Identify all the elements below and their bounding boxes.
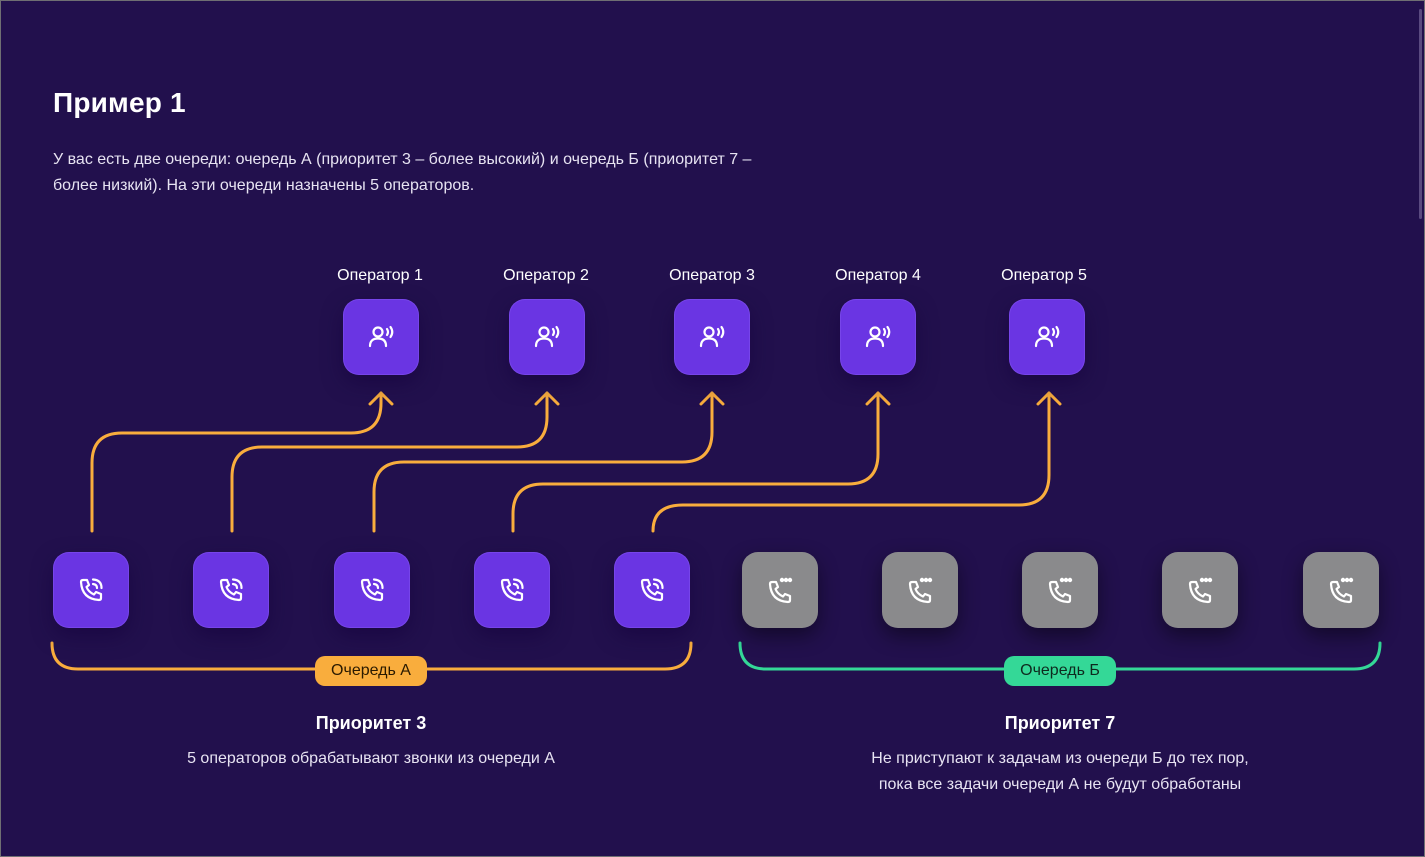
queue-a-badge: Очередь А — [315, 656, 427, 686]
phone-ringing-icon — [640, 578, 664, 602]
operator-headset-icon — [534, 325, 560, 348]
phone-ringing-icon — [500, 578, 524, 602]
arrowhead-2 — [534, 391, 560, 406]
queue-b-description: Не приступают к задачам из очереди Б до … — [760, 746, 1360, 798]
queue-b-description-line-2: пока все задачи очереди А не будут обраб… — [878, 776, 1242, 793]
connector-call-3-operator-3 — [372, 391, 714, 533]
queue-a-call-2 — [193, 552, 269, 628]
operator-tile-1 — [343, 299, 419, 375]
queue-a-call-4 — [474, 552, 550, 628]
arrowhead-3 — [699, 391, 725, 406]
queue-b-call-1 — [742, 552, 818, 628]
operator-headset-icon — [699, 325, 725, 348]
operator-label-5: Оператор 5 — [1001, 267, 1087, 284]
phone-ringing-icon — [360, 578, 384, 602]
queue-b-call-3 — [1022, 552, 1098, 628]
queue-b-badge: Очередь Б — [1004, 656, 1116, 686]
arrowhead-1 — [368, 391, 394, 406]
connector-call-4-operator-4 — [511, 391, 880, 533]
phone-waiting-icon — [768, 577, 793, 604]
operator-label-3: Оператор 3 — [669, 267, 755, 284]
operator-label-2: Оператор 2 — [503, 267, 589, 284]
operator-headset-icon — [1034, 325, 1060, 348]
operator-tile-3 — [674, 299, 750, 375]
connector-call-5-operator-5 — [651, 391, 1051, 533]
operator-label-1: Оператор 1 — [337, 267, 423, 284]
phone-ringing-icon — [79, 578, 103, 602]
queue-a-call-5 — [614, 552, 690, 628]
queue-a-call-3 — [334, 552, 410, 628]
operator-tile-4 — [840, 299, 916, 375]
operator-label-4: Оператор 4 — [835, 267, 921, 284]
queue-b-call-2 — [882, 552, 958, 628]
queue-b-priority-title: Приоритет 7 — [1004, 713, 1116, 733]
operator-tile-5 — [1009, 299, 1085, 375]
connector-call-2-operator-2 — [230, 391, 549, 533]
queue-b-call-4 — [1162, 552, 1238, 628]
phone-waiting-icon — [1188, 577, 1213, 604]
phone-ringing-icon — [219, 578, 243, 602]
operator-headset-icon — [368, 325, 394, 348]
phone-waiting-icon — [908, 577, 933, 604]
queue-a-description: 5 операторов обрабатывают звонки из очер… — [187, 750, 555, 767]
operator-headset-icon — [865, 325, 891, 348]
scrollbar-thumb[interactable] — [1419, 9, 1422, 219]
queue-b-call-5 — [1303, 552, 1379, 628]
queue-a-priority-title: Приоритет 3 — [315, 713, 427, 733]
queue-a-call-1 — [53, 552, 129, 628]
intro-text: У вас есть две очереди: очередь А (приор… — [53, 151, 752, 194]
phone-waiting-icon — [1048, 577, 1073, 604]
page-title: Пример 1 — [53, 87, 186, 118]
queue-b-description-line-1: Не приступают к задачам из очереди Б до … — [871, 750, 1249, 767]
arrowhead-4 — [865, 391, 891, 406]
operator-tile-2 — [509, 299, 585, 375]
connector-call-1-operator-1 — [90, 391, 383, 533]
phone-waiting-icon — [1329, 577, 1354, 604]
arrowhead-5 — [1036, 391, 1062, 406]
